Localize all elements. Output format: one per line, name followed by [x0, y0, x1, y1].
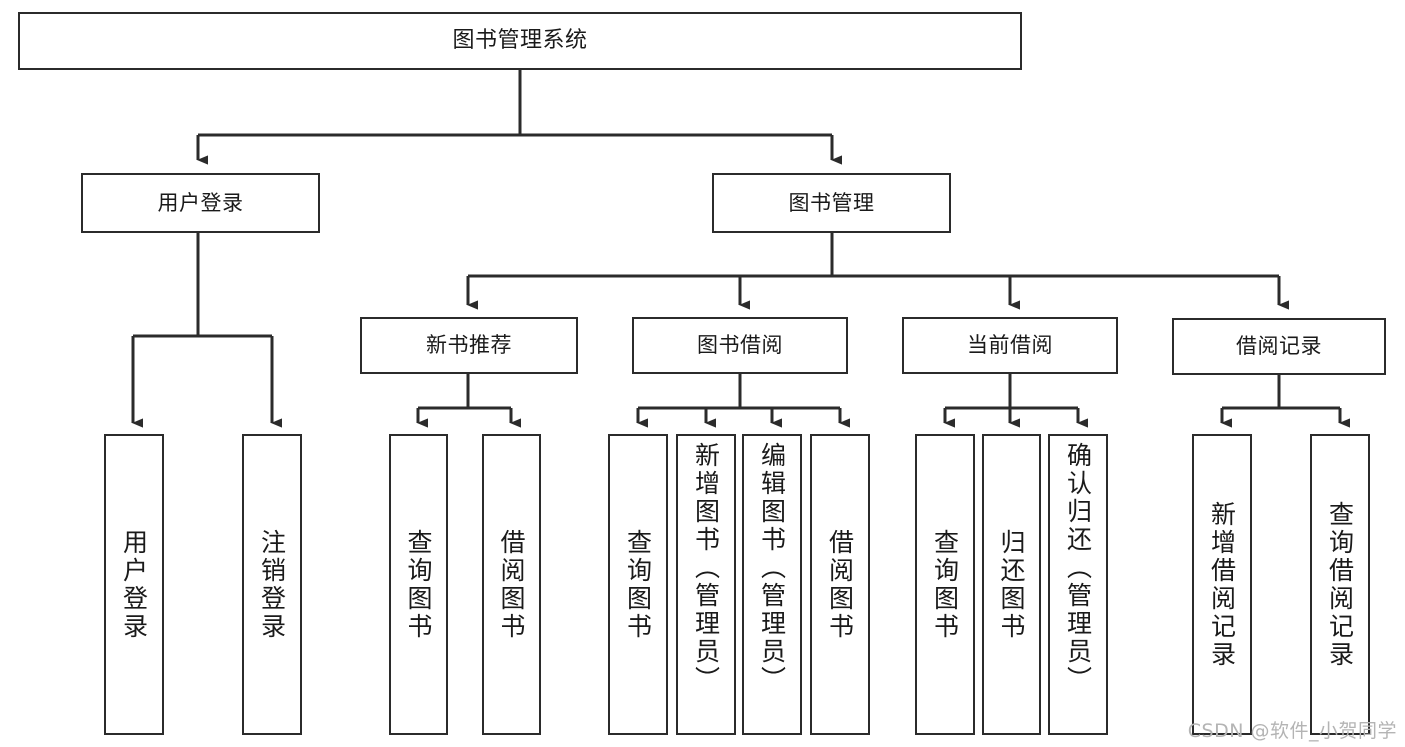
node-root-book-management-system[interactable]: 图书管理系统	[18, 12, 1022, 70]
node-borrow-record[interactable]: 借阅记录	[1172, 318, 1386, 375]
node-label: 新增图书（管理员）	[691, 442, 721, 694]
leaf-current-confirm-return-admin[interactable]: 确认归还（管理员）	[1048, 434, 1108, 735]
node-label: 借阅记录	[1236, 334, 1322, 359]
node-book-management[interactable]: 图书管理	[712, 173, 951, 233]
node-label: 新增借阅记录	[1207, 500, 1237, 669]
node-label: 图书借阅	[697, 333, 783, 358]
node-label: 用户登录	[157, 190, 244, 215]
node-label: 归还图书	[997, 528, 1026, 641]
leaf-borrow-add-book-admin[interactable]: 新增图书（管理员）	[676, 434, 736, 735]
leaf-borrow-borrow-book[interactable]: 借阅图书	[810, 434, 870, 735]
node-label: 确认归还（管理员）	[1063, 442, 1093, 694]
node-label: 编辑图书（管理员）	[757, 442, 787, 694]
node-label: 图书管理	[788, 190, 875, 215]
node-label: 借阅图书	[497, 528, 526, 641]
node-book-borrow[interactable]: 图书借阅	[632, 317, 848, 374]
node-label: 注销登录	[257, 528, 287, 641]
node-new-book-recommend[interactable]: 新书推荐	[360, 317, 578, 374]
leaf-user-login-signout[interactable]: 注销登录	[242, 434, 302, 735]
node-label: 借阅图书	[825, 528, 855, 641]
leaf-record-query-borrow-record[interactable]: 查询借阅记录	[1310, 434, 1370, 735]
node-label: 查询借阅记录	[1325, 500, 1355, 669]
node-label: 当前借阅	[967, 333, 1053, 358]
leaf-record-add-borrow-record[interactable]: 新增借阅记录	[1192, 434, 1252, 735]
node-label: 新书推荐	[426, 333, 512, 358]
node-current-borrow[interactable]: 当前借阅	[902, 317, 1118, 374]
leaf-recommend-query-book[interactable]: 查询图书	[389, 434, 448, 735]
node-user-login[interactable]: 用户登录	[81, 173, 320, 233]
leaf-current-query-book[interactable]: 查询图书	[915, 434, 975, 735]
leaf-borrow-query-book[interactable]: 查询图书	[608, 434, 668, 735]
leaf-recommend-borrow-book[interactable]: 借阅图书	[482, 434, 541, 735]
node-label: 用户登录	[119, 528, 149, 641]
csdn-watermark: CSDN @软件_小贺同学	[1187, 720, 1397, 742]
leaf-borrow-edit-book-admin[interactable]: 编辑图书（管理员）	[742, 434, 802, 735]
leaf-user-login-signin[interactable]: 用户登录	[104, 434, 164, 735]
node-label: 查询图书	[404, 528, 433, 641]
node-label: 查询图书	[623, 528, 653, 641]
node-label: 图书管理系统	[452, 28, 588, 54]
node-label: 查询图书	[930, 528, 960, 641]
leaf-current-return-book[interactable]: 归还图书	[982, 434, 1041, 735]
